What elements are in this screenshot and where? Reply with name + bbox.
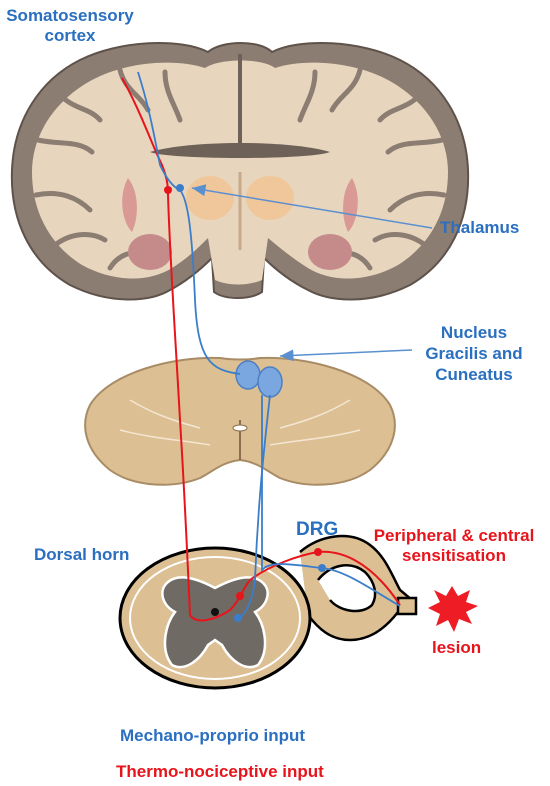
mechano-drg-soma xyxy=(318,564,326,572)
medulla-section xyxy=(84,356,396,486)
thermo-nociceptive-pathway xyxy=(121,77,401,622)
nucleus-label-line2: Gracilis and xyxy=(425,344,523,363)
sensitisation-label-line2: sensitisation xyxy=(402,546,506,565)
thermo-thalamic-relay xyxy=(164,186,172,194)
medulla-striations xyxy=(119,399,361,446)
cortex-label-line2: cortex xyxy=(44,26,96,45)
thalamus-right xyxy=(246,176,294,220)
pia-mater xyxy=(129,556,301,680)
brain-section xyxy=(10,41,470,301)
root-gap xyxy=(317,564,377,613)
putamen-left xyxy=(122,178,137,232)
mechano-thalamic-relay xyxy=(176,184,184,192)
lesion-star-icon xyxy=(428,586,478,632)
thalamus-pointer-arrow xyxy=(191,184,433,229)
cortex-label-line1: Somatosensory xyxy=(6,6,134,25)
thermo-dorsal-horn-neuron xyxy=(236,592,244,600)
mechano-dorsal-horn-collateral xyxy=(234,614,242,622)
mechano-proprio-pathway xyxy=(137,71,401,622)
hippocampus-left xyxy=(128,234,172,270)
putamen-right xyxy=(343,178,358,232)
thalamus-left xyxy=(186,176,234,220)
legend-thermo-label: Thermo-nociceptive input xyxy=(116,762,324,781)
sensitisation-label-line1: Peripheral & central xyxy=(373,526,535,545)
hippocampus-right xyxy=(308,234,352,270)
nucleus-gracilis xyxy=(235,360,261,390)
spinal-nerve-stub xyxy=(396,596,418,616)
nucleus-cuneatus xyxy=(257,366,283,398)
legend-mechano-label: Mechano-proprio input xyxy=(120,726,306,745)
cortex-label: Somatosensory cortex xyxy=(0,6,140,46)
lateral-ventricles xyxy=(150,143,330,158)
nucleus-label-line3: Cuneatus xyxy=(435,365,513,384)
thermo-drg-soma xyxy=(314,548,322,556)
nucleus-pointer-arrow xyxy=(279,349,413,362)
nucleus-label-line1: Nucleus xyxy=(440,323,508,342)
dorsal-horn-label: Dorsal horn xyxy=(34,545,130,564)
nucleus-label: Nucleus Gracilis and Cuneatus xyxy=(404,322,544,385)
sensitisation-label: Peripheral & central sensitisation xyxy=(362,526,546,566)
lesion-label: lesion xyxy=(432,638,482,657)
thalamus-label: Thalamus xyxy=(440,218,520,237)
central-canal-medulla xyxy=(232,424,248,432)
drg-label: DRG xyxy=(296,519,339,540)
central-canal xyxy=(211,608,219,616)
